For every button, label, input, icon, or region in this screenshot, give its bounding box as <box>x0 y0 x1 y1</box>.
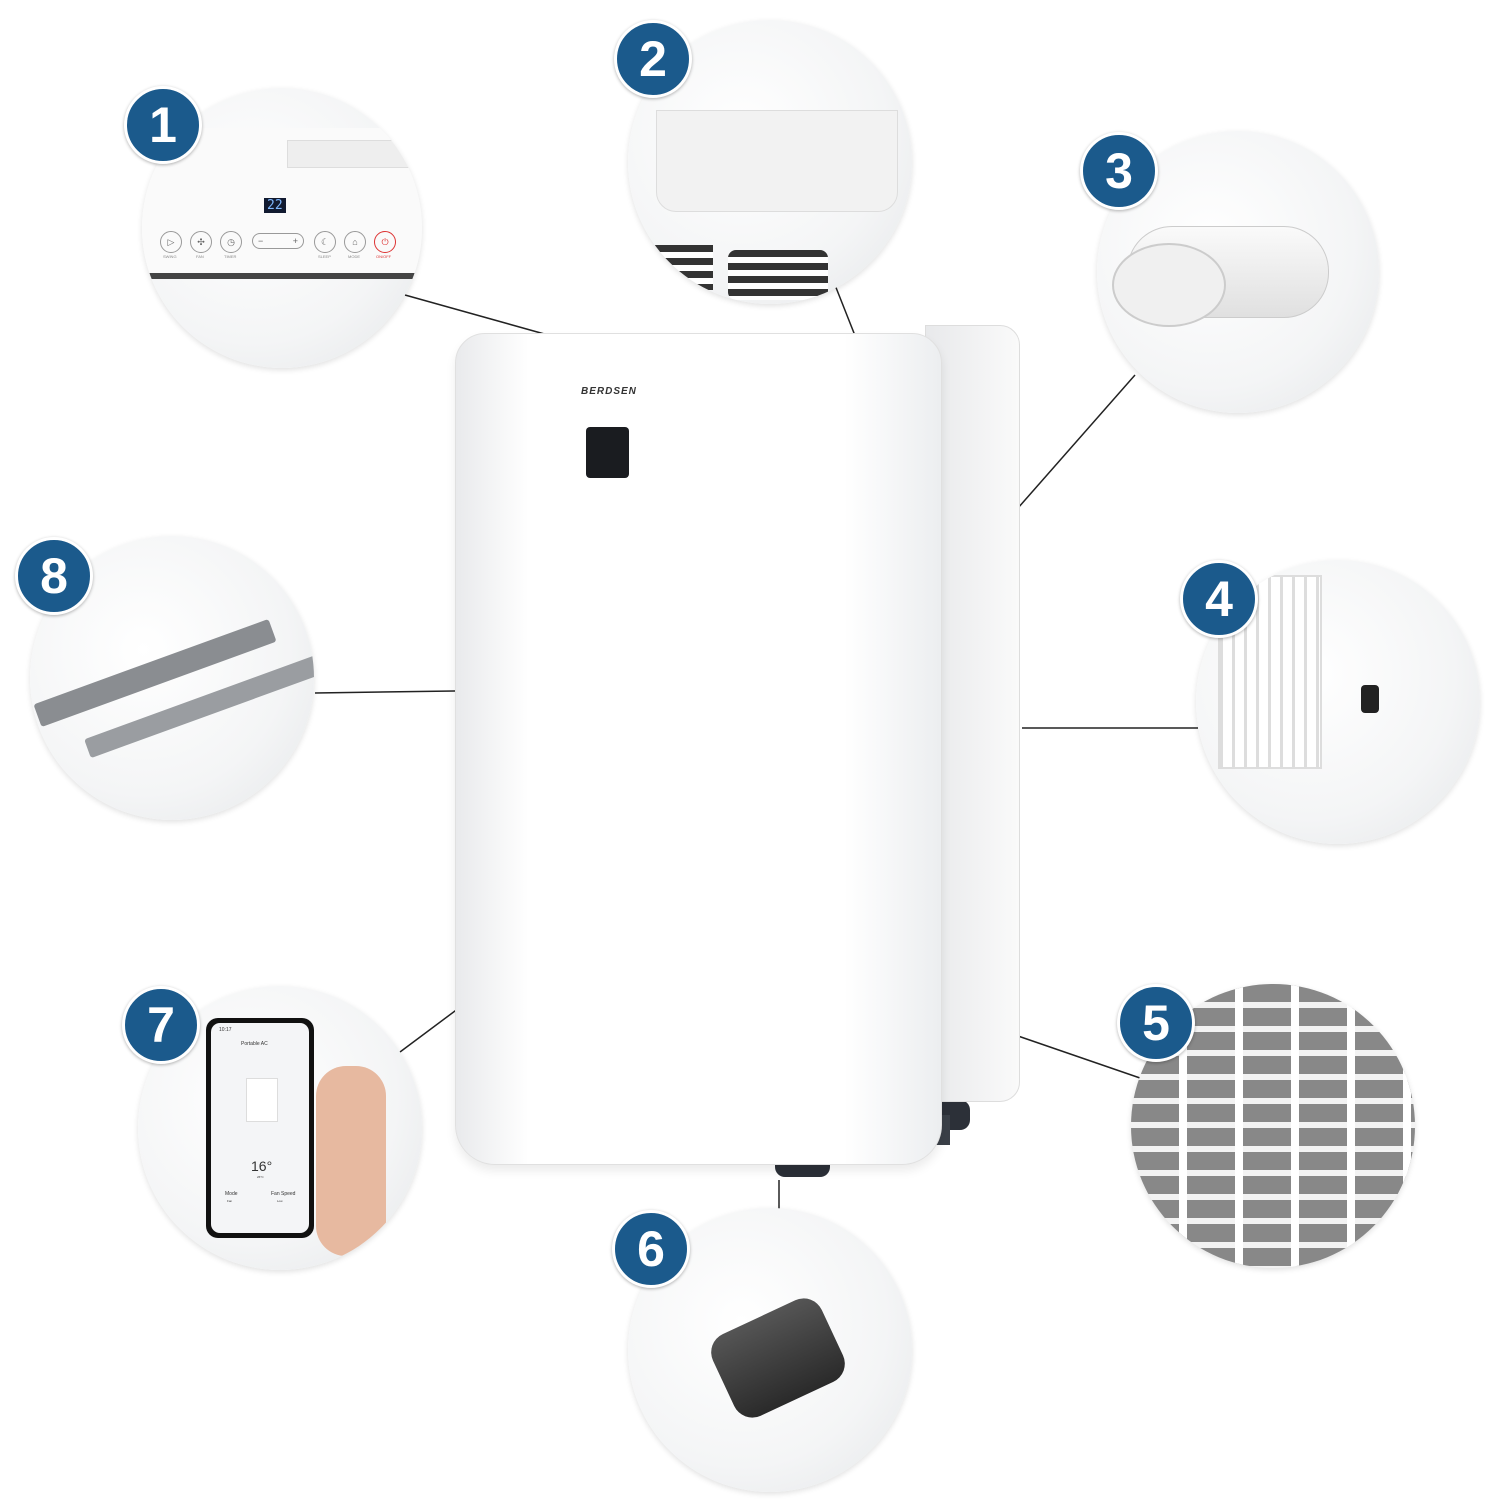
callout-line-5 <box>1017 1035 1141 1079</box>
swing-button-icon: ▷ <box>160 231 182 253</box>
device-thumbnail <box>246 1078 278 1122</box>
power-button-icon: ⏻ <box>374 231 396 253</box>
mode-label: MODE <box>348 254 360 259</box>
app-screen: 10:17 Portable AC 16° 26°C Mode Fan Fan … <box>211 1023 309 1233</box>
sleep-button-icon: ☾ <box>314 231 336 253</box>
mode-button-icon: ⌂ <box>344 231 366 253</box>
app-title: Portable AC <box>241 1041 268 1047</box>
air-conditioner-unit: BERDSEN <box>455 325 1020 1195</box>
callout-line-3 <box>1017 374 1136 509</box>
drain-plug-icon <box>1361 685 1379 713</box>
callout-badge-6: 6 <box>612 1210 690 1288</box>
brand-logo: BERDSEN <box>581 386 637 397</box>
callout-line-1 <box>404 294 549 336</box>
callout-badge-2: 2 <box>614 20 692 98</box>
fan-speed-label[interactable]: Fan Speed <box>271 1191 296 1197</box>
swing-label: SWING <box>163 254 177 259</box>
smartphone: 10:17 Portable AC 16° 26°C Mode Fan Fan … <box>206 1018 314 1238</box>
timer-label: TIMER <box>224 254 237 259</box>
hand <box>316 1066 386 1256</box>
timer-button-icon: ◷ <box>220 231 242 253</box>
front-panel: BERDSEN <box>455 333 942 1165</box>
fan-label: FAN <box>196 254 204 259</box>
callout-badge-4: 4 <box>1180 560 1258 638</box>
mode-value: Fan <box>227 1199 233 1203</box>
sleep-label: SLEEP <box>318 254 331 259</box>
onoff-label: ON/OFF <box>376 254 392 259</box>
fan-button-icon: ✣ <box>190 231 212 253</box>
callout-badge-7: 7 <box>122 986 200 1064</box>
temperature-display: 22 <box>264 198 286 213</box>
callout-badge-3: 3 <box>1080 132 1158 210</box>
fan-speed-value: Low <box>277 1199 283 1203</box>
temp-adjust-button: −+ <box>252 233 304 249</box>
callout-badge-5: 5 <box>1117 984 1195 1062</box>
callout-badge-8: 8 <box>15 537 93 615</box>
display-window <box>586 427 629 478</box>
mode-label[interactable]: Mode <box>225 1191 238 1197</box>
status-time: 10:17 <box>219 1027 232 1033</box>
app-temperature: 16° <box>251 1158 273 1174</box>
callout-badge-1: 1 <box>124 86 202 164</box>
app-temp-sub: 26°C <box>257 1175 264 1179</box>
